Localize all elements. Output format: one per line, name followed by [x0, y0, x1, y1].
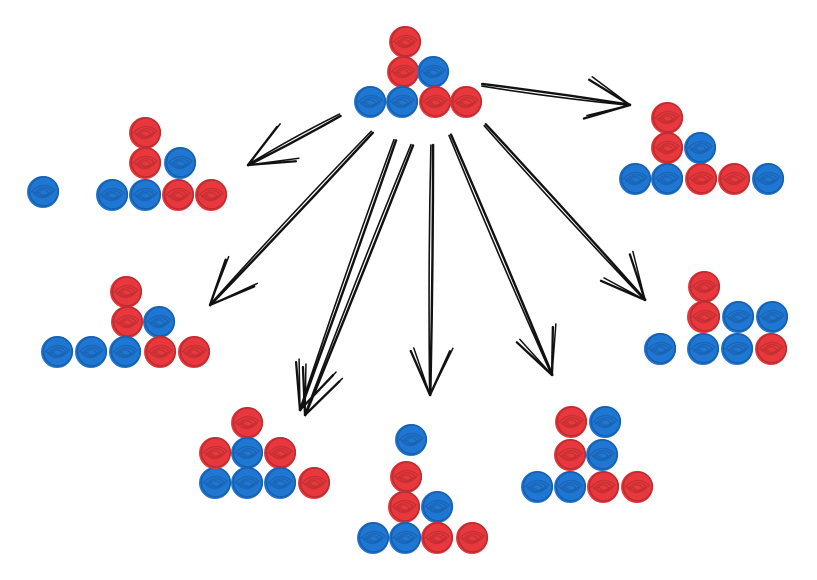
red-ball	[688, 301, 721, 333]
blue-ball	[722, 301, 755, 333]
red-ball	[651, 102, 684, 134]
red-ball	[388, 491, 421, 523]
red-ball	[298, 467, 331, 499]
red-ball	[587, 471, 620, 503]
red-ball	[390, 461, 423, 493]
ball-group-variant-6	[357, 424, 489, 554]
ball-group-variant-4	[644, 271, 789, 365]
red-ball	[651, 132, 684, 164]
red-ball	[755, 333, 788, 365]
red-ball	[129, 117, 162, 149]
blue-ball	[756, 301, 789, 333]
blue-ball	[386, 86, 419, 118]
blue-ball	[27, 176, 60, 208]
arrow-1	[246, 113, 342, 167]
blue-ball	[96, 179, 129, 211]
red-ball	[421, 522, 454, 554]
blue-ball	[354, 86, 387, 118]
red-ball	[264, 437, 297, 469]
blue-ball	[421, 491, 454, 523]
blue-ball	[109, 336, 142, 368]
blue-ball	[521, 471, 554, 503]
red-ball	[178, 336, 211, 368]
blue-ball	[164, 147, 197, 179]
arrow-7	[448, 133, 557, 377]
blue-ball	[619, 163, 652, 195]
arrow-4	[483, 123, 647, 302]
red-ball	[456, 522, 489, 554]
blue-ball	[389, 522, 422, 554]
blue-ball	[231, 437, 264, 469]
ball-group-original	[354, 26, 483, 118]
blue-ball	[586, 439, 619, 471]
red-ball	[231, 407, 264, 439]
blue-ball	[199, 467, 232, 499]
red-ball	[685, 163, 718, 195]
balls-layer	[27, 26, 789, 554]
arrows-layer	[208, 75, 647, 417]
red-ball	[387, 56, 420, 88]
red-ball	[199, 437, 232, 469]
blue-ball	[644, 333, 677, 365]
blue-ball	[554, 471, 587, 503]
arrow-6	[409, 143, 454, 397]
blue-ball	[143, 306, 176, 338]
red-ball	[419, 86, 452, 118]
blue-ball	[752, 163, 785, 195]
ball-group-variant-3	[41, 276, 211, 368]
red-ball	[110, 276, 143, 308]
red-ball	[195, 179, 228, 211]
red-ball	[621, 471, 654, 503]
arrow-5	[301, 143, 415, 417]
red-ball	[389, 26, 422, 58]
ball-group-variant-7	[521, 406, 654, 503]
blue-ball	[357, 522, 390, 554]
arrow-3	[208, 130, 375, 307]
red-ball	[450, 86, 483, 118]
red-ball	[688, 271, 721, 303]
blue-ball	[395, 424, 428, 456]
blue-ball	[684, 132, 717, 164]
red-ball	[718, 163, 751, 195]
blue-ball	[231, 467, 264, 499]
ball-group-variant-2	[619, 102, 785, 195]
blue-ball	[721, 333, 754, 365]
blue-ball	[75, 336, 108, 368]
blue-ball	[417, 56, 450, 88]
blue-ball	[687, 333, 720, 365]
blue-ball	[651, 163, 684, 195]
ball-group-variant-5	[199, 407, 331, 499]
blue-ball	[589, 406, 622, 438]
ball-group-variant-1	[27, 117, 228, 211]
blue-ball	[264, 467, 297, 499]
red-ball	[554, 439, 587, 471]
red-ball	[129, 147, 162, 179]
blue-ball	[41, 336, 74, 368]
arrow-8	[294, 138, 398, 412]
red-ball	[555, 406, 588, 438]
arrow-2	[480, 75, 632, 120]
red-ball	[111, 306, 144, 338]
blue-ball	[129, 179, 162, 211]
red-ball	[144, 336, 177, 368]
red-ball	[162, 179, 195, 211]
